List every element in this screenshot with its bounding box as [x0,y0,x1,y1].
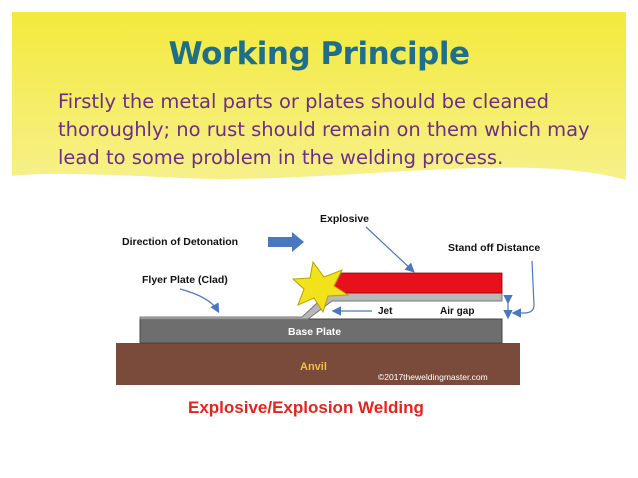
jet-label: Jet [378,306,393,317]
diagram-caption: Explosive/Explosion Welding [188,398,424,417]
header-band [12,12,626,180]
explosive-welding-diagram: Anvil ©2017theweldingmaster.com Base Pla… [116,213,540,417]
slide-body-text: Firstly the metal parts or plates should… [58,90,590,169]
detonation-star-icon [291,260,350,314]
anvil-block [116,343,520,385]
flyer-plate-label: Flyer Plate (Clad) [142,274,228,286]
explosive-label: Explosive [320,213,369,225]
explosive-pointer-arrow [365,226,415,273]
slide-title: Working Principle [168,36,470,72]
flyer-pointer-arrow [179,288,220,314]
base-plate [139,318,503,344]
standoff-label: Stand off Distance [448,242,540,254]
air-gap-label: Air gap [440,306,474,317]
direction-arrow-icon [268,232,304,252]
copyright-text: ©2017theweldingmaster.com [378,372,488,382]
standoff-pointer-arrow [511,260,535,318]
direction-label: Direction of Detonation [122,236,238,248]
explosive-layer [327,272,503,294]
anvil-label: Anvil [300,361,327,373]
base-plate-label: Base Plate [288,326,341,338]
